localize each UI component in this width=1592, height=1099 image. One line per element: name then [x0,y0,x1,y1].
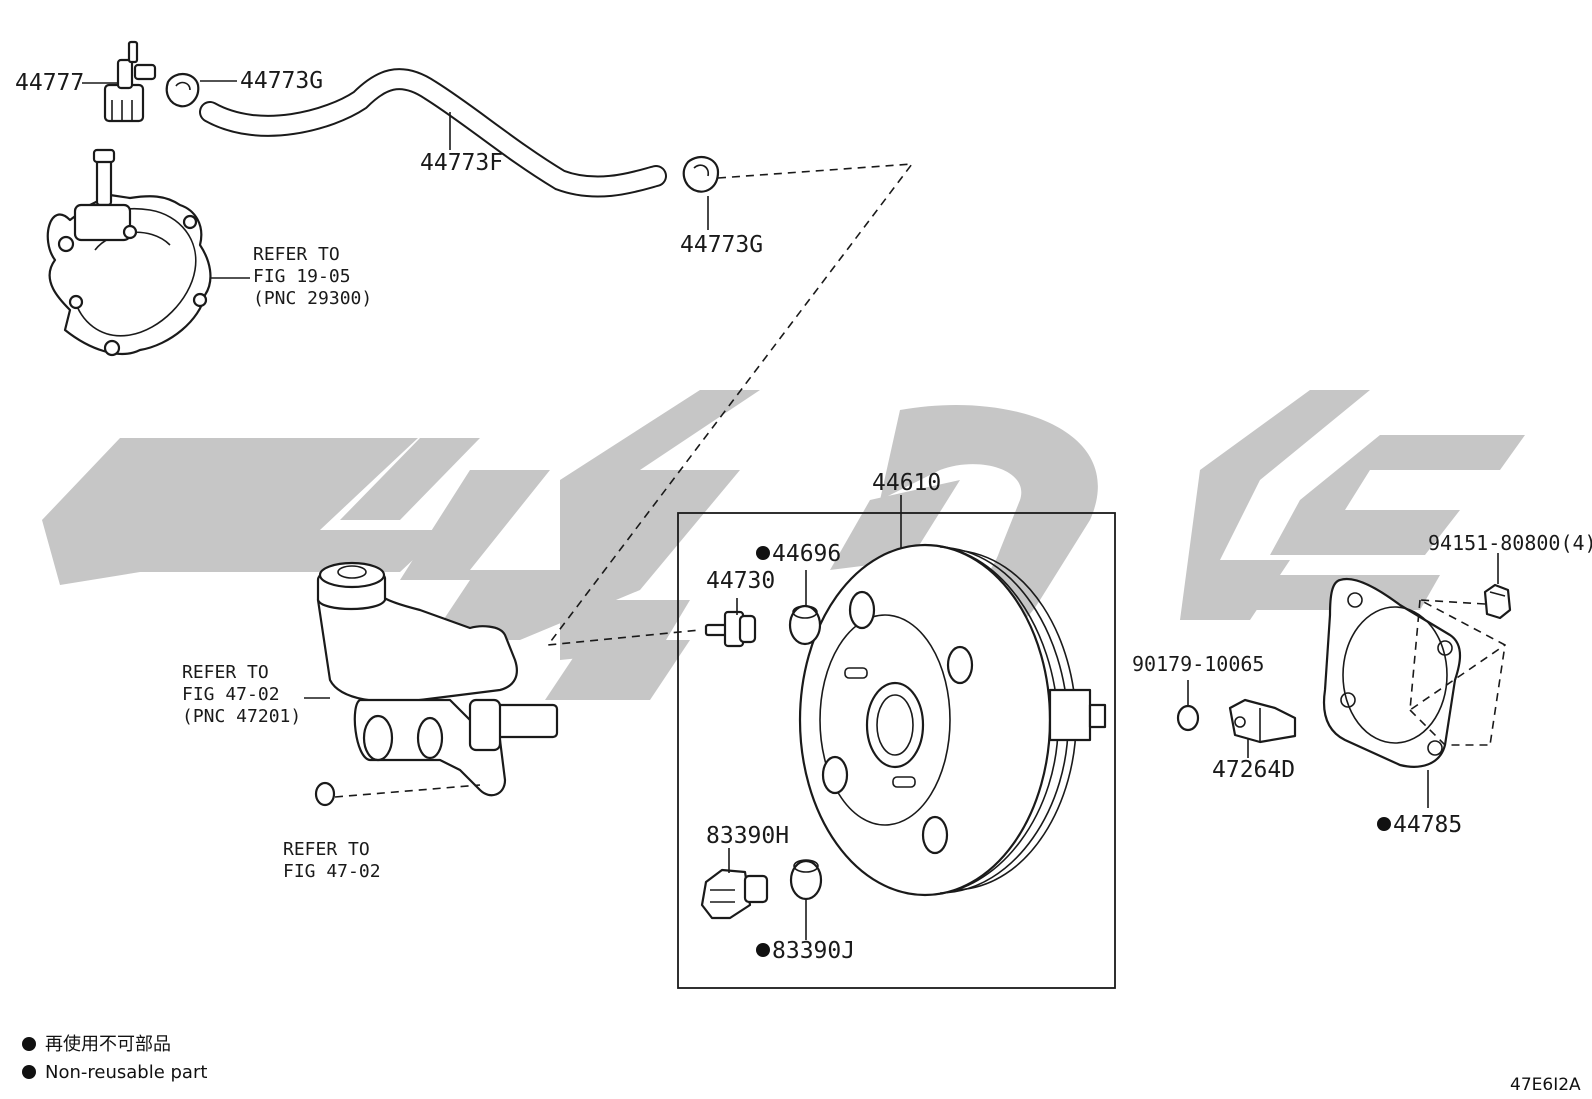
vacuum-fitting [704,610,757,648]
legend-dot-jp [22,1037,36,1051]
legend-dot-en [22,1065,36,1079]
label-44773G-top: 44773G [240,68,323,94]
label-44777: 44777 [15,70,84,96]
grommet-83390J [789,859,823,901]
ref-master-line1: REFER TO [182,662,269,683]
nonreusable-dot-44785 [1377,817,1391,831]
ref-master-line2: FIG 47-02 [182,684,280,705]
label-90179: 90179-10065 [1132,652,1264,676]
label-44610: 44610 [872,470,941,496]
label-47264D: 47264D [1212,757,1295,783]
illustration-code: 47E6I2A [1510,1075,1581,1095]
nut-94151 [1483,583,1512,620]
check-valve [103,40,157,123]
vacuum-pump [46,148,212,357]
grommet-44696 [788,604,822,646]
ref-plug-line1: REFER TO [283,839,370,860]
hose-clip-top [165,73,200,108]
vacuum-hose [199,68,667,198]
legend-text-jp: 再使用不可部品 [45,1034,171,1055]
label-44773G-right: 44773G [680,232,763,258]
gasket-44785 [1322,577,1462,768]
label-83390H: 83390H [706,823,789,849]
brake-booster [798,543,1107,897]
ref-pump-line3: (PNC 29300) [253,288,372,309]
label-83390J: 83390J [772,938,855,964]
label-94151: 94151-80800(4) [1428,531,1592,555]
nonreusable-dot-83390J [756,943,770,957]
ref-pump-line2: FIG 19-05 [253,266,351,287]
label-44730: 44730 [706,568,775,594]
clevis-47264D [1228,698,1297,744]
ref-plug-line2: FIG 47-02 [283,861,381,882]
dashed-lines [334,163,1506,798]
hose-clip-right [682,155,720,193]
plug [314,781,336,807]
nonreusable-dot-44696 [756,546,770,560]
watermark-logo [42,390,1525,700]
leader-lines [82,80,1499,940]
nut-90179 [1176,704,1200,732]
booster-frame [677,512,1116,989]
vacuum-sensor [700,868,769,920]
label-44773F: 44773F [420,150,503,176]
ref-pump-line1: REFER TO [253,244,340,265]
ref-master-line3: (PNC 47201) [182,706,301,727]
label-44785: 44785 [1393,812,1462,838]
master-cylinder [316,561,559,797]
legend-text-en: Non-reusable part [45,1062,207,1083]
label-44696: 44696 [772,541,841,567]
